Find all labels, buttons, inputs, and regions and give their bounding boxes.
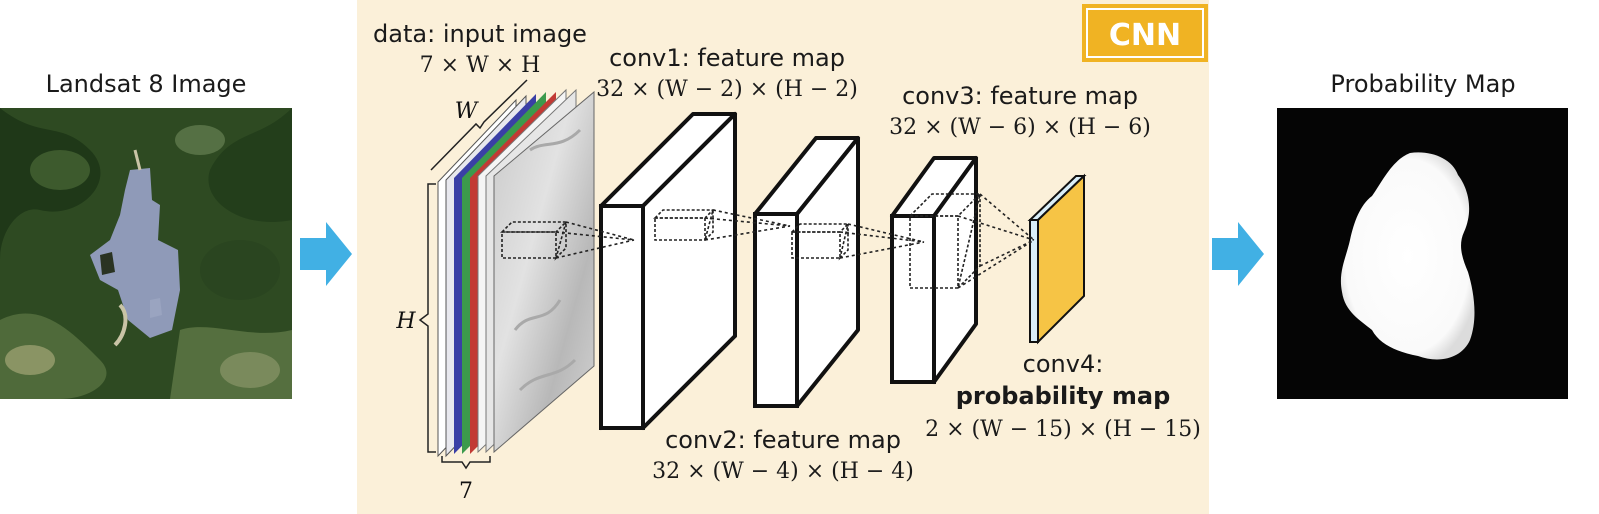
cnn-badge-label: CNN	[1109, 18, 1181, 53]
conv3-block	[890, 156, 982, 384]
probability-map-image	[1277, 108, 1568, 399]
conv1-label: conv1: feature map	[609, 44, 845, 72]
conv4-label: conv4:	[1023, 350, 1104, 378]
h-label: H	[395, 309, 416, 334]
depth-label: 7	[459, 479, 473, 504]
conv1-block	[599, 112, 737, 430]
conv4-block	[1027, 173, 1087, 345]
cnn-badge: CNN	[1082, 4, 1208, 62]
conv2-block	[753, 136, 860, 408]
left-title: Landsat 8 Image	[46, 70, 247, 98]
landsat-image	[0, 108, 292, 399]
projection-lines	[555, 193, 1035, 289]
input-image-stack	[437, 88, 595, 458]
conv2-dims: 32 × (W − 4) × (H − 4)	[652, 459, 914, 484]
conv1-dims: 32 × (W − 2) × (H − 2)	[596, 77, 858, 102]
conv4-label-bold: probability map	[956, 382, 1171, 410]
right-title: Probability Map	[1330, 70, 1515, 98]
depth-brace	[441, 456, 491, 470]
w-brace	[430, 79, 528, 171]
conv4-dims: 2 × (W − 15) × (H − 15)	[925, 417, 1201, 442]
conv2-label: conv2: feature map	[665, 426, 901, 454]
h-brace	[418, 183, 436, 453]
input-dims: 7 × W × H	[420, 53, 541, 78]
arrow-right-icon	[300, 222, 352, 286]
w-label: W	[455, 99, 480, 124]
arrow-right-icon	[1212, 222, 1264, 286]
input-label: data: input image	[373, 20, 587, 48]
conv3-dims: 32 × (W − 6) × (H − 6)	[889, 115, 1151, 140]
conv3-label: conv3: feature map	[902, 82, 1138, 110]
